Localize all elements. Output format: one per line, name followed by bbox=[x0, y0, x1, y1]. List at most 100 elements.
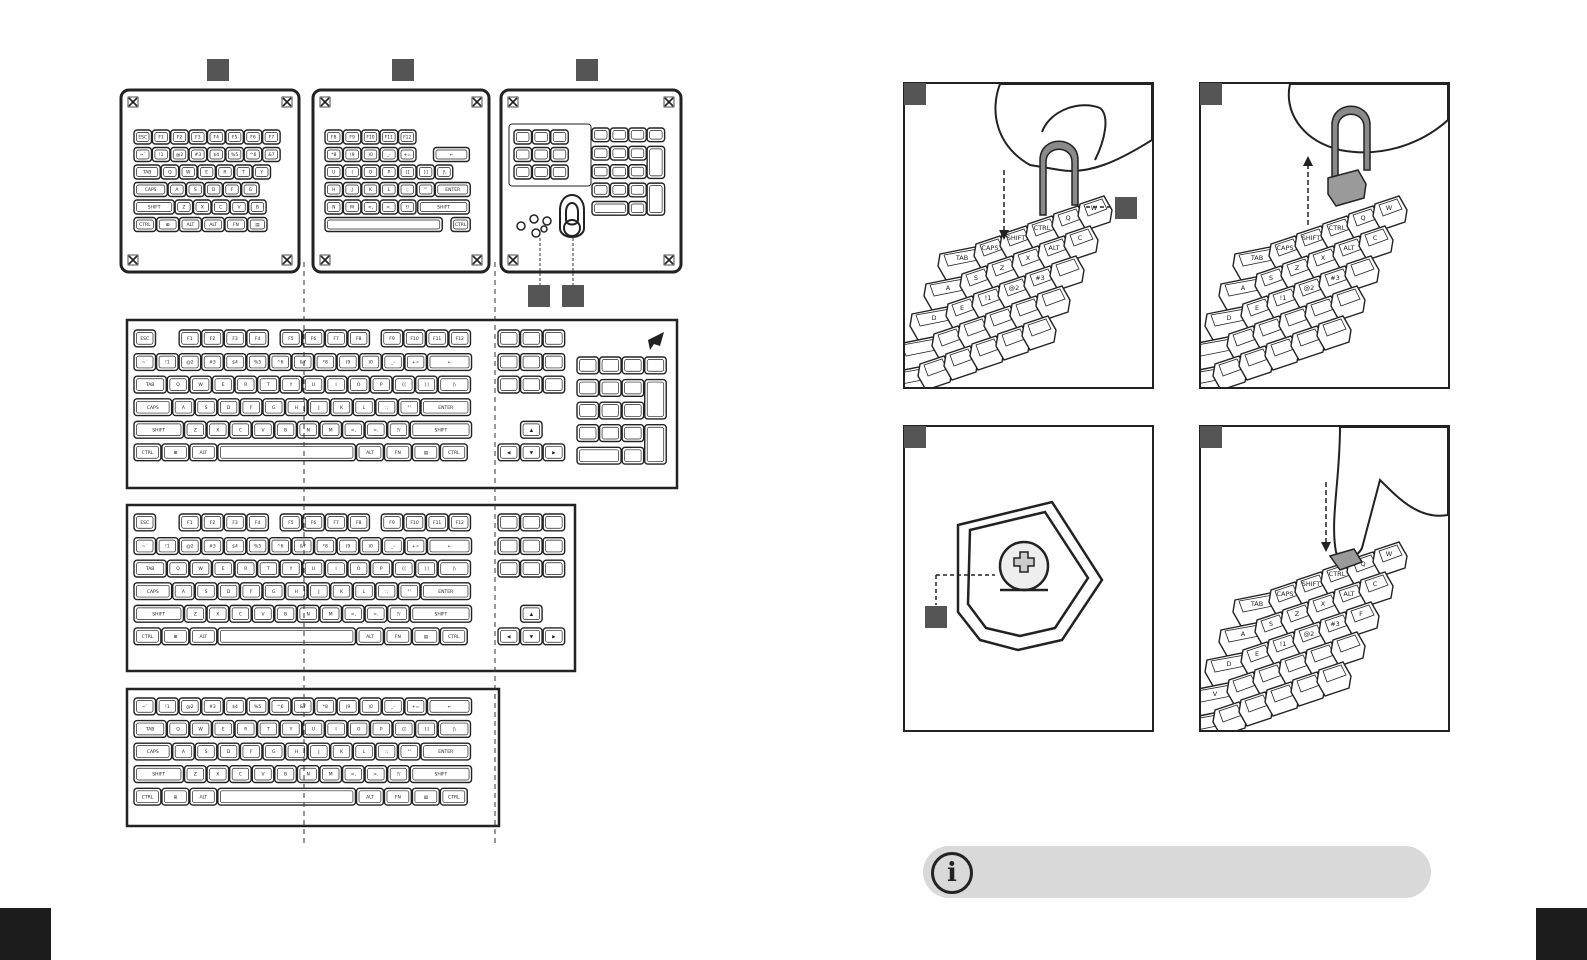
keycap-legend: CTRL bbox=[1329, 224, 1346, 232]
keycap: ▼ bbox=[519, 627, 543, 646]
keycap-legend: A bbox=[1241, 284, 1246, 292]
keycap-legend: F9 bbox=[389, 520, 395, 526]
keycap-legend: B bbox=[284, 611, 287, 617]
keycap bbox=[576, 446, 622, 465]
keycap-legend: N bbox=[332, 205, 335, 211]
keycap-legend: CAPS bbox=[147, 405, 159, 411]
keycap-legend: &7 bbox=[300, 360, 307, 366]
keycap-legend: W bbox=[1091, 204, 1098, 212]
keycap: CAPS bbox=[133, 742, 173, 761]
keycap-legend: _- bbox=[390, 705, 395, 710]
keycap: F5 bbox=[279, 329, 303, 348]
keycap-legend: $4 bbox=[232, 704, 238, 710]
keycap: L bbox=[352, 582, 376, 601]
keycap-legend: TAB bbox=[145, 566, 155, 572]
keycap: F4 bbox=[206, 129, 226, 145]
keycap-legend: SHIFT bbox=[1007, 234, 1026, 242]
keycap-legend: Q bbox=[168, 170, 172, 176]
keycap-legend: ^6 bbox=[250, 152, 257, 158]
keycap-legend: ENTER bbox=[445, 187, 460, 193]
keycap: P bbox=[369, 559, 393, 578]
keycap-puller-tool bbox=[1039, 140, 1079, 216]
info-icon: i bbox=[931, 852, 973, 894]
keycap-legend: F3 bbox=[232, 336, 238, 342]
keycap-legend: F1 bbox=[187, 336, 193, 342]
keycap-legend: B bbox=[284, 427, 287, 433]
keycap bbox=[519, 352, 543, 372]
keycap: :; bbox=[375, 742, 399, 761]
keycap-legend: T bbox=[241, 170, 245, 176]
keycap-legend: F7 bbox=[333, 336, 339, 342]
step-marker bbox=[1200, 426, 1222, 448]
keycap: SHIFT bbox=[409, 420, 473, 439]
keycap: ▤ bbox=[247, 216, 268, 233]
keycap: R bbox=[234, 719, 258, 739]
keycap-legend: &7 bbox=[300, 704, 307, 710]
keycap: ⊞ bbox=[156, 216, 180, 233]
keycap-legend: F11 bbox=[433, 336, 441, 342]
keycap-legend: |\ bbox=[453, 382, 457, 388]
keycap: ~` bbox=[133, 536, 157, 556]
tray-clip-icon bbox=[663, 254, 675, 266]
keycap-legend: |\ bbox=[453, 727, 457, 733]
keycap-legend: R bbox=[244, 727, 247, 733]
keycap: &7 bbox=[291, 536, 315, 556]
keycap: _- bbox=[381, 697, 405, 716]
keycap-legend: ⊞ bbox=[173, 795, 177, 800]
keycap bbox=[497, 536, 521, 556]
keycap-legend: L bbox=[388, 187, 391, 193]
keycap-legend: N bbox=[306, 772, 309, 778]
keycap: !1 bbox=[155, 536, 179, 556]
keycap-legend: (9 bbox=[346, 544, 351, 550]
keycap: ▶ bbox=[542, 443, 566, 462]
keycap-legend: += bbox=[403, 152, 411, 158]
keycap-legend: )0 bbox=[368, 152, 373, 158]
keycap: ⊞ bbox=[161, 627, 190, 646]
keycap: K bbox=[330, 742, 353, 761]
tray-clip-icon bbox=[319, 254, 331, 266]
keycap: D bbox=[217, 742, 241, 761]
keycap bbox=[1049, 255, 1085, 291]
keycap-legend: )0 bbox=[368, 360, 373, 366]
keycap: E bbox=[211, 375, 235, 394]
keycap-legend: ^6 bbox=[277, 704, 284, 710]
keycap-legend: #3 bbox=[1330, 620, 1340, 628]
keycap-legend: !1 bbox=[159, 152, 164, 158]
keycap: S bbox=[185, 181, 205, 198]
keycap-legend: K bbox=[369, 187, 373, 193]
keycap: R bbox=[215, 164, 235, 180]
keycap-legend: F bbox=[250, 589, 253, 595]
keycap: X bbox=[192, 199, 212, 215]
keycap-legend: E bbox=[205, 170, 208, 176]
keycap-puller-tool bbox=[1331, 105, 1371, 181]
callout-marker bbox=[925, 606, 947, 628]
keycap-legend: ^6 bbox=[277, 544, 284, 550]
keycap: H bbox=[324, 181, 344, 198]
keycap: ▶ bbox=[542, 627, 566, 646]
keycap bbox=[644, 378, 667, 420]
keycap-legend: Y bbox=[289, 566, 293, 572]
keycap: SHIFT bbox=[133, 420, 185, 439]
keycap bbox=[646, 182, 666, 216]
keycap: F6 bbox=[302, 513, 325, 532]
keycap-legend: F1 bbox=[158, 135, 164, 141]
keycap-legend: B bbox=[256, 205, 259, 211]
keycap: O bbox=[347, 559, 371, 578]
keycap: {[ bbox=[392, 375, 416, 394]
keycap: D bbox=[217, 582, 241, 601]
keycap-legend: Z bbox=[1000, 264, 1005, 272]
keycap: &7 bbox=[261, 146, 281, 163]
keycap-legend: )0 bbox=[368, 704, 373, 710]
keycap-legend: ESC bbox=[140, 520, 149, 526]
keycap bbox=[591, 182, 611, 198]
keycap-legend: SHIFT bbox=[434, 427, 447, 433]
keycap: ?/ bbox=[387, 765, 410, 784]
keycap: F7 bbox=[324, 513, 348, 532]
step-marker bbox=[1200, 83, 1222, 105]
keycap bbox=[1021, 315, 1057, 351]
keycap: S bbox=[194, 582, 218, 601]
keycap-legend: S bbox=[205, 749, 208, 755]
keycap: {[ bbox=[392, 719, 416, 739]
keycap: FN bbox=[383, 443, 413, 462]
tray-clip-icon bbox=[127, 254, 139, 266]
